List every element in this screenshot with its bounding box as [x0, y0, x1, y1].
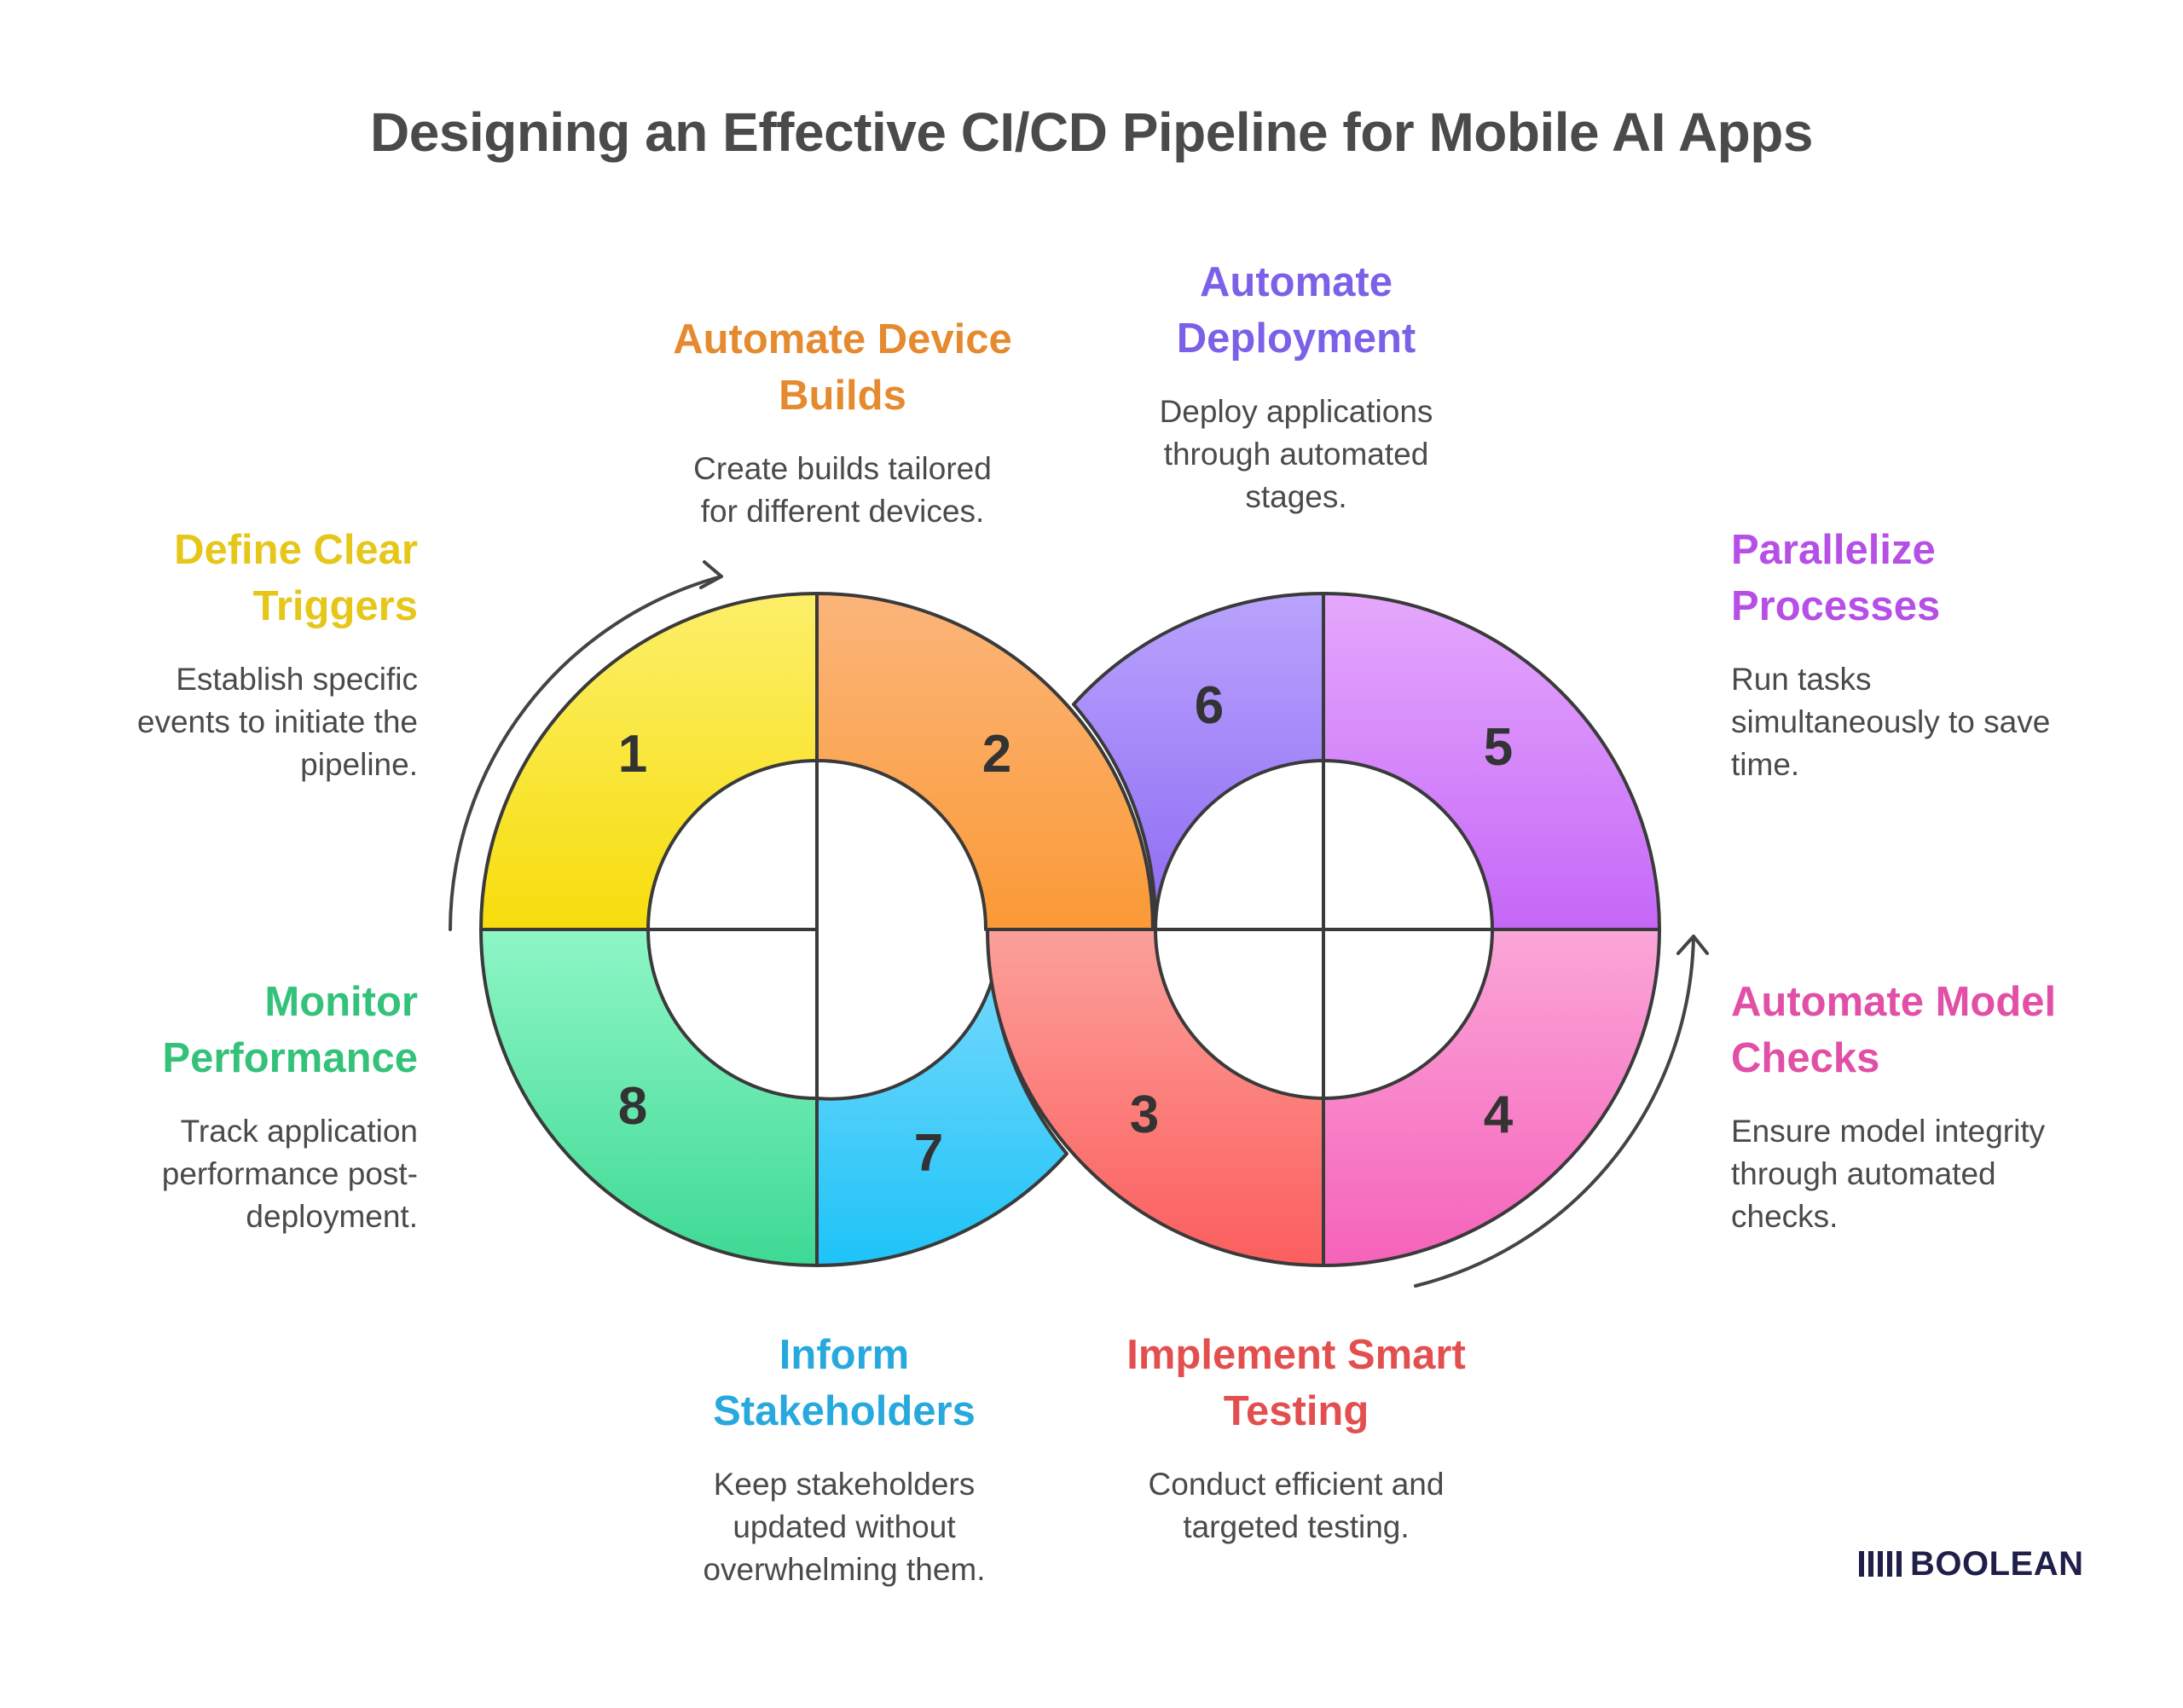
boolean-logo: BOOLEAN — [1859, 1543, 2084, 1584]
heading-line: Automate Model — [1731, 979, 2057, 1025]
step-number: 7 — [914, 1124, 943, 1183]
heading-line: Processes — [1731, 583, 1941, 629]
step-description: Create builds tailored for different dev… — [638, 448, 1047, 533]
desc-line: Deploy applications — [1159, 394, 1433, 429]
heading-line: Performance — [162, 1035, 418, 1081]
step-heading: Automate Deployment — [1092, 254, 1501, 367]
step-number: 4 — [1484, 1086, 1514, 1144]
step-heading: Automate Device Builds — [638, 311, 1047, 424]
segment-3 — [986, 928, 1325, 1267]
desc-line: Keep stakeholders — [713, 1467, 976, 1502]
desc-line: Ensure model integrity — [1731, 1114, 2046, 1149]
step-number: 5 — [1484, 718, 1513, 777]
desc-line: checks. — [1731, 1199, 1838, 1234]
desc-line: time. — [1731, 747, 1800, 782]
segment-2 — [815, 592, 1155, 931]
desc-line: Track application — [180, 1114, 418, 1149]
step-7-block: Inform Stakeholders Keep stakeholders up… — [640, 1327, 1049, 1591]
heading-line: Checks — [1731, 1035, 1880, 1081]
heading-line: Builds — [779, 373, 906, 419]
step-heading: Define Clear Triggers — [17, 522, 418, 634]
step-3-block: Implement Smart Testing Conduct efficien… — [1083, 1327, 1509, 1549]
desc-line: through automated — [1731, 1156, 1996, 1191]
desc-line: for different devices. — [700, 494, 985, 529]
step-number: 8 — [618, 1077, 647, 1136]
bars-icon — [1859, 1551, 1902, 1577]
segment-1 — [479, 592, 819, 931]
step-description: Run tasks simultaneously to save time. — [1731, 658, 2132, 786]
desc-line: targeted testing. — [1183, 1509, 1410, 1544]
step-1-block: Define Clear Triggers Establish specific… — [17, 522, 418, 786]
step-2-block: Automate Device Builds Create builds tai… — [638, 311, 1047, 533]
desc-line: updated without — [732, 1509, 956, 1544]
segment-8 — [479, 928, 819, 1267]
heading-line: Parallelize — [1731, 527, 1936, 573]
step-number: 2 — [982, 725, 1011, 784]
desc-line: Conduct efficient and — [1148, 1467, 1445, 1502]
desc-line: events to initiate the — [136, 704, 418, 739]
heading-line: Inform — [779, 1332, 910, 1378]
desc-line: overwhelming them. — [703, 1552, 986, 1587]
step-heading: Parallelize Processes — [1731, 522, 2132, 634]
step-description: Establish specific events to initiate th… — [17, 658, 418, 786]
arrow-left-icon — [449, 575, 723, 931]
logo-text: BOOLEAN — [1910, 1544, 2084, 1583]
page-title: Designing an Effective CI/CD Pipeline fo… — [370, 101, 1813, 163]
desc-line: deployment. — [246, 1199, 418, 1234]
heading-line: Automate Device — [673, 316, 1012, 362]
step-description: Conduct efficient and targeted testing. — [1083, 1463, 1509, 1549]
segment-6 — [1072, 591, 1325, 931]
desc-line: Run tasks — [1731, 662, 1872, 697]
desc-line: stages. — [1245, 479, 1347, 514]
step-description: Ensure model integrity through automated… — [1731, 1110, 2132, 1238]
desc-line: through automated — [1163, 437, 1429, 472]
desc-line: simultaneously to save — [1731, 704, 2051, 739]
step-description: Track application performance post- depl… — [17, 1110, 418, 1238]
step-description: Deploy applications through automated st… — [1092, 391, 1501, 518]
step-number: 3 — [1130, 1086, 1159, 1144]
step-number: 6 — [1195, 676, 1224, 735]
step-description: Keep stakeholders updated without overwh… — [640, 1463, 1049, 1591]
step-5-block: Parallelize Processes Run tasks simultan… — [1731, 522, 2132, 786]
arrowhead-right-icon — [1676, 935, 1709, 955]
segment-5 — [1322, 592, 1661, 931]
heading-line: Testing — [1223, 1388, 1369, 1434]
step-number: 1 — [618, 725, 647, 784]
step-heading: Monitor Performance — [17, 974, 418, 1086]
desc-line: Create builds tailored — [693, 451, 992, 486]
step-6-block: Automate Deployment Deploy applications … — [1092, 254, 1501, 518]
step-8-block: Monitor Performance Track application pe… — [17, 974, 418, 1238]
step-heading: Implement Smart Testing — [1083, 1327, 1509, 1439]
desc-line: pipeline. — [300, 747, 418, 782]
step-heading: Automate Model Checks — [1731, 974, 2132, 1086]
heading-line: Monitor — [264, 979, 418, 1025]
heading-line: Deployment — [1176, 316, 1416, 362]
heading-line: Triggers — [252, 583, 418, 629]
desc-line: performance post- — [161, 1156, 418, 1191]
heading-line: Automate — [1200, 259, 1393, 305]
step-4-block: Automate Model Checks Ensure model integ… — [1731, 974, 2132, 1238]
heading-line: Implement Smart — [1126, 1332, 1466, 1378]
heading-line: Stakeholders — [713, 1388, 976, 1434]
step-heading: Inform Stakeholders — [640, 1327, 1049, 1439]
heading-line: Define Clear — [174, 527, 418, 573]
desc-line: Establish specific — [176, 662, 418, 697]
segment-4 — [1322, 928, 1661, 1267]
arrow-right-icon — [1414, 935, 1695, 1288]
arrowhead-left-icon — [699, 560, 723, 589]
